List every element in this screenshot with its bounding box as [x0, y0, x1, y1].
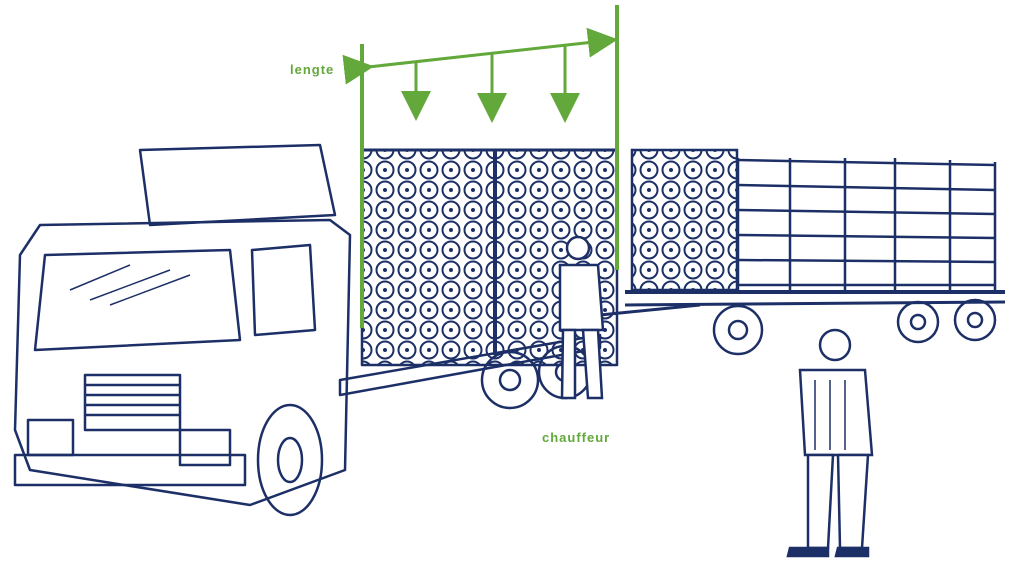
truck-headlight-left — [28, 420, 73, 455]
trailer-log-stack-front — [632, 150, 737, 290]
truck-headlight-right — [180, 430, 230, 465]
driver-leg — [562, 330, 575, 398]
inspector-leg — [838, 455, 868, 548]
truck-side-window — [252, 245, 315, 335]
truck-crane — [140, 145, 335, 225]
trailer-wheel — [898, 302, 938, 342]
truck — [15, 145, 617, 515]
inspector-leg — [808, 455, 833, 548]
trailer-side-logs — [738, 158, 995, 292]
driver-head — [567, 237, 589, 259]
truck-cab — [15, 220, 350, 505]
driver-torso — [560, 265, 603, 330]
truck-front-wheel — [258, 405, 322, 515]
truck-bumper — [15, 455, 245, 485]
trailer-wheel — [955, 300, 995, 340]
length-dimension-arrow — [368, 40, 612, 67]
inspector-shoe — [836, 548, 868, 556]
inspector-torso — [800, 370, 872, 455]
driver-label: chauffeur — [542, 430, 610, 445]
length-label: lengte — [290, 62, 334, 77]
inspector-figure — [788, 330, 872, 556]
inspector-shoe — [788, 548, 828, 556]
trailer-wheel — [714, 306, 762, 354]
truck-windshield — [35, 250, 240, 350]
inspector-head — [820, 330, 850, 360]
trailer — [600, 150, 1005, 354]
truck-grille — [85, 375, 180, 430]
